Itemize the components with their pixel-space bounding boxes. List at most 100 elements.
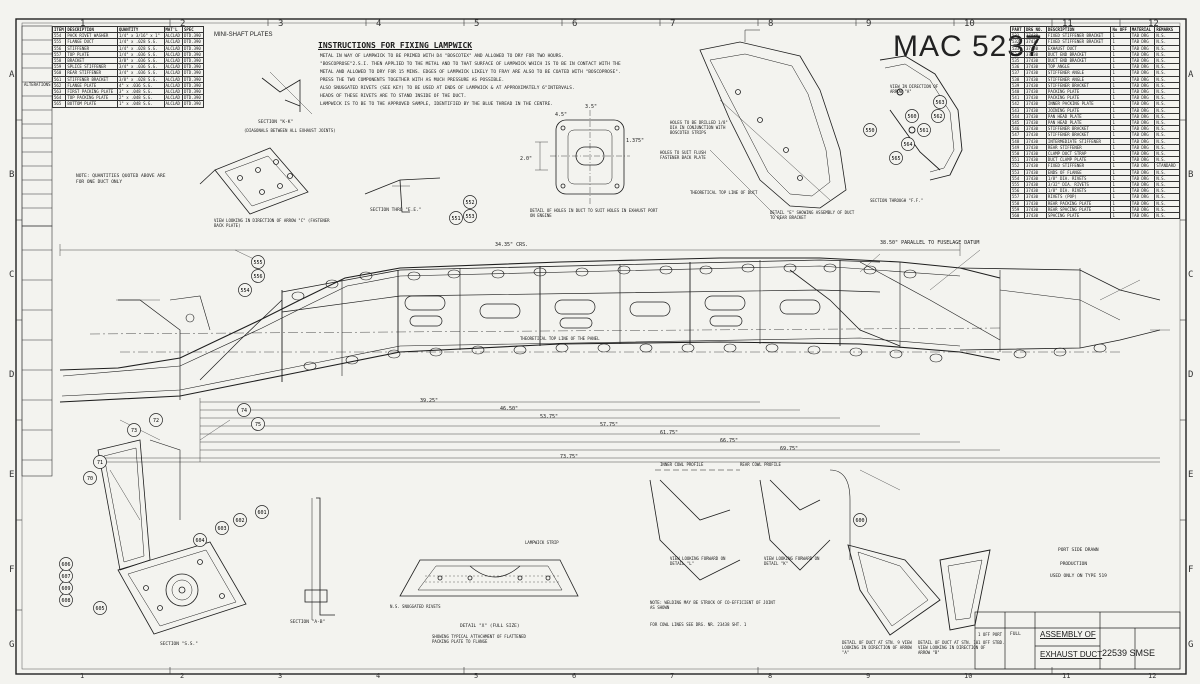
duct-stn-views	[847, 544, 991, 636]
right-table-cell: 37430	[1023, 131, 1047, 139]
grid-number: 4	[376, 19, 382, 29]
right-table-cell: 37430	[1023, 81, 1047, 90]
grid-number: 2	[180, 19, 186, 29]
left-table-cell: ALCLAD	[163, 69, 183, 77]
left-table-cell: ALCLAD	[163, 94, 183, 102]
right-table-cell: 1	[1110, 81, 1131, 90]
part-balloon: 600	[853, 513, 867, 527]
left-table-cell: 1/4" x 3/16" x 1"	[116, 32, 165, 40]
grid-letter: B	[1188, 170, 1194, 180]
title-off-port: 1 OFF PORT	[978, 632, 1003, 637]
grid-number: 9	[866, 19, 872, 29]
grid-ticks	[16, 19, 1186, 674]
part-balloon-number: 602	[235, 518, 244, 524]
label-ns-snug: N.S. SNUGGATED RIVETS	[390, 604, 441, 609]
label-detail-x-sub: SHOWING TYPICAL ATTACHMENT OF FLATTENED …	[432, 634, 526, 644]
grid-number: 7	[670, 19, 676, 29]
left-table-cell: BOTTOM PLATE	[65, 100, 118, 108]
left-table-cell: ALCLAD	[163, 50, 183, 59]
part-balloon-number: 607	[61, 574, 70, 580]
bottom-fasteners	[303, 343, 1107, 371]
label-used-on: USED ONLY ON TYPE 519	[1050, 574, 1107, 579]
holes-detail	[535, 110, 630, 204]
right-table-cell: 37430	[1023, 100, 1047, 108]
dimension-text: 57.75"	[600, 422, 619, 428]
part-balloon: 607	[59, 569, 73, 583]
part-balloon: 606	[59, 557, 73, 571]
right-table-cell: 37430	[1023, 69, 1047, 77]
left-table-cell: FLANGE PLATE	[65, 81, 118, 90]
label-holes-detail: DETAIL OF HOLES IN DUCT TO SUIT HOLES IN…	[530, 208, 658, 218]
part-balloon-number: 75	[255, 422, 261, 428]
right-table-cell: 37430	[1023, 44, 1047, 52]
part-balloon-number: 561	[919, 128, 928, 134]
grid-letter: A	[9, 70, 15, 80]
grid-number: 8	[768, 672, 773, 680]
right-table-cell: 560	[1010, 212, 1025, 220]
grid-number: 7	[670, 672, 675, 680]
right-table-cell: 37430	[1023, 32, 1047, 40]
grid-letter: C	[1188, 270, 1194, 280]
part-balloon: 555	[251, 255, 265, 269]
left-table-cell: ALCLAD	[163, 44, 183, 52]
part-balloon: 70	[83, 471, 97, 485]
left-table-cell: 557	[51, 50, 67, 59]
part-balloon-number: 603	[217, 526, 226, 532]
right-table-cell: 37430	[1023, 187, 1047, 195]
instruction-line: ALSO SNUGGATED RIVETS (SEE KEY) TO BE US…	[320, 86, 575, 91]
part-balloon: 562	[931, 109, 945, 123]
right-table-cell: 1	[1110, 69, 1131, 77]
part-balloon-number: 70	[87, 476, 93, 482]
instruction-line: METAL AND ALLOWED TO DRY FOR 15 MINS. ED…	[320, 70, 621, 75]
instruction-line: PRESS THE TWO COMPONENTS TOGETHER WITH A…	[320, 78, 505, 83]
label-port-side: PORT SIDE DRAWN	[1058, 548, 1099, 553]
grid-number: 9	[866, 672, 871, 680]
alterations-column	[21, 25, 53, 477]
label-view-direction: VIEW IN DIRECTION OF ARROW "A"	[890, 84, 939, 94]
grid-letter: E	[1188, 470, 1194, 480]
part-balloon-number: 562	[933, 114, 942, 120]
label-flush-holes: HOLES TO SUIT FLUSH FASTENER BACK PLATE	[660, 150, 706, 160]
left-table-cell: ALCLAD	[163, 38, 183, 46]
part-balloon-number: 72	[153, 418, 159, 424]
grid-number: 6	[572, 672, 577, 680]
left-table-cell: DTD.390	[181, 88, 205, 96]
label-section-k: SECTION "K-K"	[258, 120, 294, 125]
section-ab-detail	[304, 497, 335, 620]
left-table-cell: DTD.390	[181, 44, 205, 52]
label-rivet-holes: HOLES TO BE DRILLED 1/8" DIA IN CONJUNCT…	[670, 120, 728, 135]
part-balloon: 73	[127, 423, 141, 437]
label-section-e: SECTION THRO "E.E."	[370, 208, 422, 213]
grid-number: 3	[278, 19, 284, 29]
left-table-cell: 3/4" x .036 S.G.	[116, 69, 165, 77]
exhaust-slots	[404, 295, 821, 329]
right-table-cell: N.S.	[1154, 94, 1180, 102]
part-balloon: 603	[215, 521, 229, 535]
label-production: PRODUCTION	[1060, 562, 1088, 567]
right-table-cell: 37430	[1023, 168, 1047, 176]
grid-letter: F	[9, 565, 15, 575]
quantities-note: NOTE: QUANTITIES QUOTED ABOVE ARE FOR ON…	[76, 174, 166, 185]
left-table-cell: DTD.390	[181, 32, 205, 40]
inner-cowl-view	[649, 469, 741, 581]
right-table-cell: 1	[1110, 94, 1131, 102]
grid-letter: G	[9, 640, 15, 650]
right-table-cell: 37430	[1023, 174, 1047, 183]
instruction-line: HEADS OF THESE RIVETS ARE TO STAND INSID…	[320, 94, 467, 99]
dimension-text: 66.75"	[720, 438, 739, 444]
